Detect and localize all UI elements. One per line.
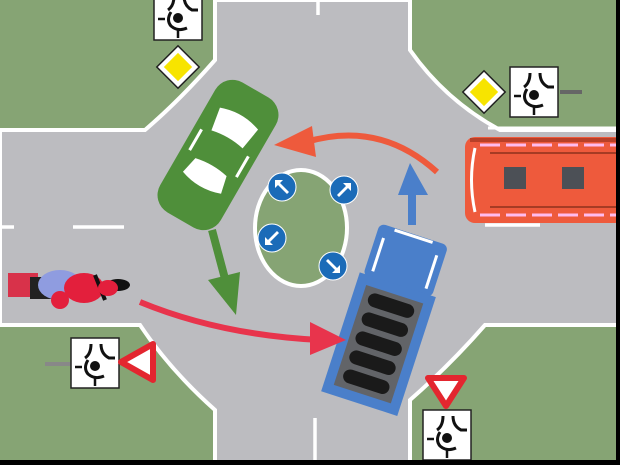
island-sign-sw (257, 223, 287, 253)
roundabout-sign-top-left (152, 0, 204, 42)
roundabout-sign-bottom-left (69, 336, 121, 390)
frame-right (616, 0, 620, 465)
frame-bottom (0, 460, 620, 465)
green-car (157, 79, 279, 231)
yield-sign-bottom-left (118, 341, 156, 383)
red-bus (465, 137, 620, 223)
blue-truck (321, 224, 447, 416)
motorcycle (8, 270, 130, 309)
island-sign-ne (329, 175, 359, 205)
blue-arrow (398, 163, 428, 225)
island-sign-se (318, 251, 348, 281)
island-sign-nw (267, 172, 297, 202)
red-arrow (138, 299, 346, 355)
yield-sign-bottom-right (425, 375, 467, 409)
orange-arrow (274, 126, 440, 175)
roundabout-sign-bottom-right (421, 408, 473, 462)
green-arrow (208, 228, 240, 315)
roundabout-sign-top-right (508, 65, 560, 119)
